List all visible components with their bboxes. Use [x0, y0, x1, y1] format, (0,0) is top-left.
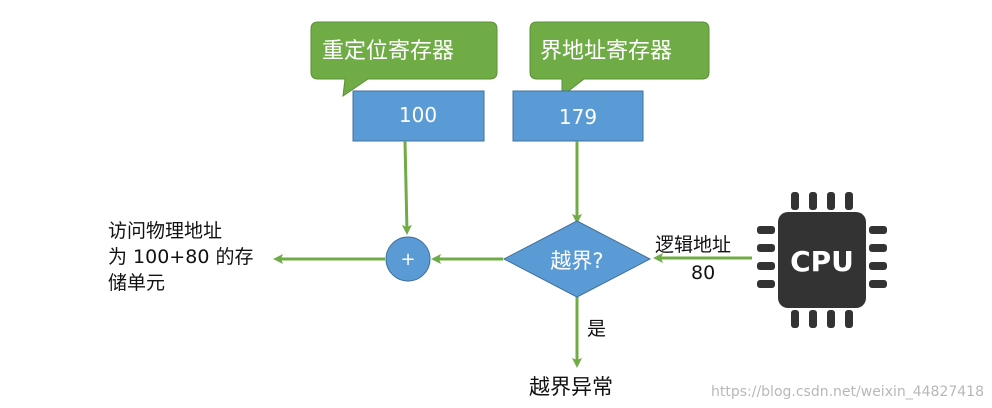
- limit-callout-shape: [529, 21, 710, 98]
- cpu-label: CPU: [790, 245, 854, 278]
- adder-symbol: +: [400, 249, 415, 270]
- adder-node: [385, 236, 431, 282]
- logical-address-label: 逻辑地址: [655, 234, 732, 256]
- relocation-register-box: [352, 90, 485, 142]
- limit-register-value: 179: [559, 105, 597, 129]
- output-description: 访问物理地址 为 100+80 的存 储单元: [108, 218, 253, 296]
- logical-address-value: 80: [691, 262, 716, 284]
- cpu-chip-icon: [757, 192, 887, 328]
- output-line-2: 为 100+80 的存: [108, 246, 254, 268]
- relocation-register-value: 100: [399, 103, 437, 127]
- output-line-1: 访问物理地址: [108, 220, 223, 242]
- yes-label: 是: [587, 318, 607, 340]
- output-line-3: 储单元: [108, 272, 166, 294]
- arrow-relocation-to-adder: [401, 140, 412, 235]
- limit-callout-text: 界地址寄存器: [540, 39, 672, 64]
- decision-diamond: [502, 220, 652, 298]
- relocation-callout-shape: [310, 21, 498, 98]
- decision-question: 越界?: [550, 249, 603, 273]
- watermark-text: https://blog.csdn.net/weixin_44827418: [711, 384, 984, 400]
- relocation-callout-text: 重定位寄存器: [322, 39, 454, 64]
- exception-result: 越界异常: [529, 375, 613, 399]
